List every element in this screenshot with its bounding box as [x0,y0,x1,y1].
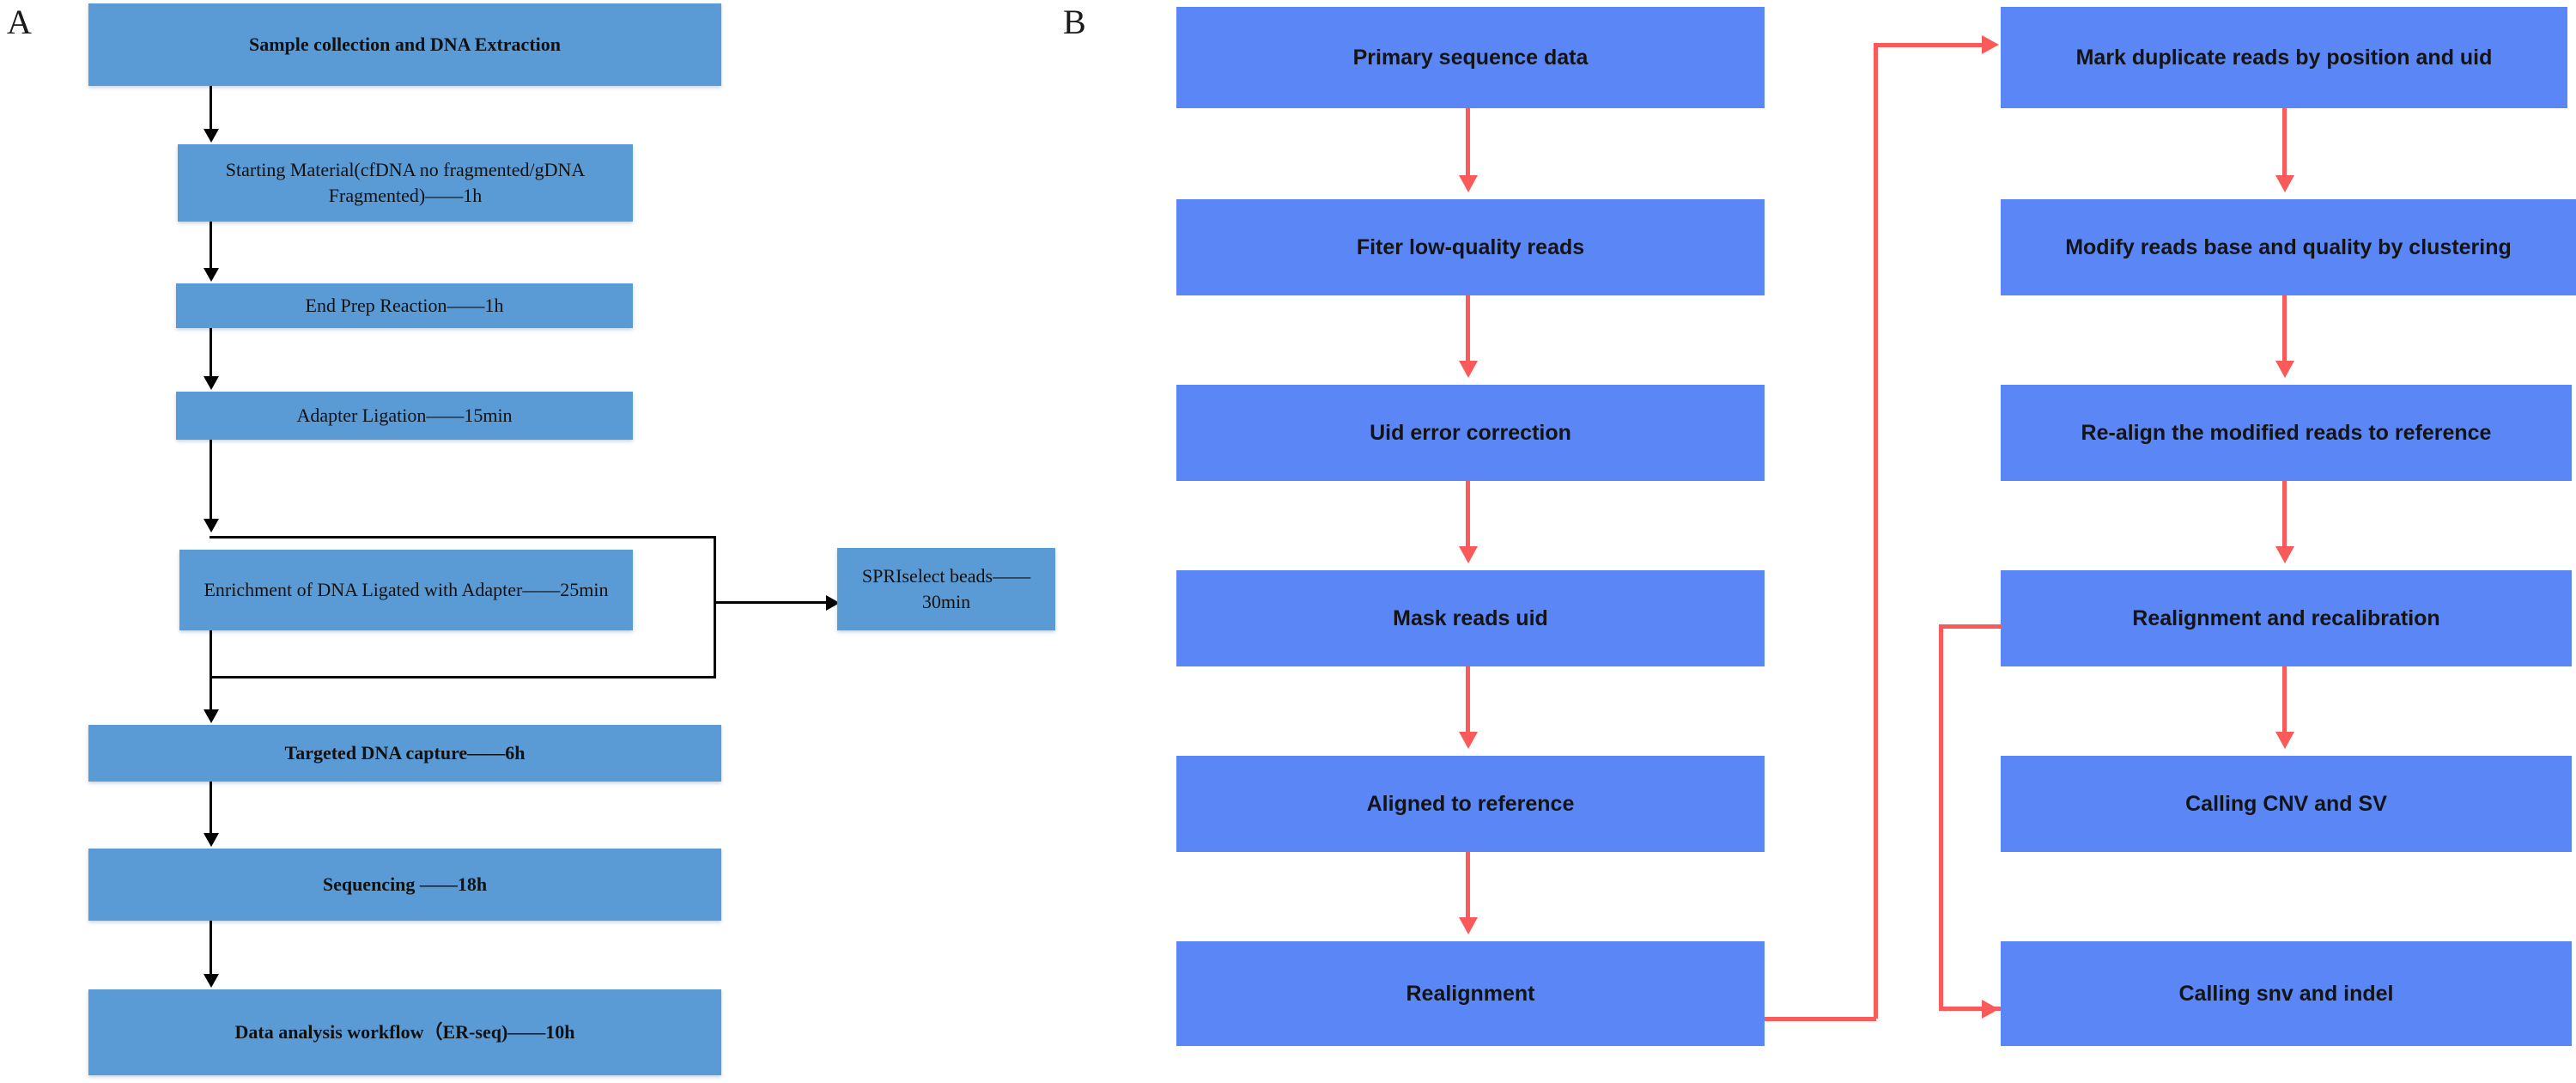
edge-b3-b4-arrow [1459,546,1478,563]
edge-b8-b9-arrow [2275,361,2294,378]
edge-b6-b7-v [1874,43,1878,1019]
edge-b6-b7-arrow [1982,35,1999,54]
edge-a8-a9-arrow [204,974,219,988]
panel-label-a: A [7,3,32,41]
edge-b4-b5-line [1466,666,1470,733]
edge-b2-b3-arrow [1459,361,1478,378]
node-mask-reads-uid[interactable]: Mask reads uid [1176,570,1765,666]
node-filter-low-quality-reads[interactable]: Fiter low-quality reads [1176,199,1765,295]
node-spriselect-beads[interactable]: SPRIselect beads——30min [837,548,1055,630]
edge-a5-a7-arrow [204,709,219,723]
panel-label-b: B [1063,3,1086,41]
edge-a1-a2-line [210,86,212,131]
edge-a4-a5-arrow [204,519,219,532]
node-uid-error-correction[interactable]: Uid error correction [1176,385,1765,481]
node-starting-material[interactable]: Starting Material(cfDNA no fragmented/gD… [178,144,633,222]
node-targeted-dna-capture[interactable]: Targeted DNA capture——6h [88,725,721,782]
node-modify-reads-base-quality[interactable]: Modify reads base and quality by cluster… [2001,199,2576,295]
edge-b6-b7-h1 [1765,1017,1876,1021]
edge-a3-a4-line [210,328,212,378]
node-sample-collection[interactable]: Sample collection and DNA Extraction [88,3,721,86]
node-mark-duplicate-reads[interactable]: Mark duplicate reads by position and uid [2001,7,2567,108]
edge-b9-b10-line [2282,481,2287,548]
node-aligned-to-reference[interactable]: Aligned to reference [1176,756,1765,852]
edge-b10-b12-h1 [1939,624,2002,629]
edge-b7-b8-arrow [2275,175,2294,192]
node-end-prep-reaction[interactable]: End Prep Reaction——1h [176,283,633,328]
edge-a4-a5-line [210,440,212,526]
edge-b1-b2-arrow [1459,175,1478,192]
node-realignment[interactable]: Realignment [1176,941,1765,1046]
edge-a5-a7-line [210,630,212,716]
node-realign-modified-reads[interactable]: Re-align the modified reads to reference [2001,385,2572,481]
edge-b5-b6-arrow [1459,917,1478,934]
edge-b10-b12-v [1939,624,1943,1011]
edge-b9-b10-arrow [2275,546,2294,563]
edge-a2-a3-line [210,222,212,270]
bypass-top-line [210,536,716,538]
node-realignment-and-recalibration[interactable]: Realignment and recalibration [2001,570,2572,666]
edge-b5-b6-line [1466,852,1470,919]
edge-b10-b12-h2 [1939,1007,2001,1011]
edge-b4-b5-arrow [1459,732,1478,749]
bypass-bottom-line [210,676,716,678]
bypass-right-line [714,536,716,678]
edge-b8-b9-line [2282,295,2287,362]
edge-b10-b11-line [2282,666,2287,733]
edge-b2-b3-line [1466,295,1470,362]
edge-b3-b4-line [1466,481,1470,548]
edge-a8-a9-line [210,921,212,977]
edge-b10-b11-arrow [2275,732,2294,749]
node-data-analysis-workflow[interactable]: Data analysis workflow（ER-seq)——10h [88,989,721,1075]
edge-b10-b12-arrow [1982,1000,1999,1019]
edge-a5-a6-line [714,601,829,604]
edge-a2-a3-arrow [204,268,219,282]
node-enrichment-dna-ligated[interactable]: Enrichment of DNA Ligated with Adapter——… [179,550,633,630]
edge-a5-a6-arrow [826,595,840,611]
edge-a3-a4-arrow [204,376,219,390]
node-adapter-ligation[interactable]: Adapter Ligation——15min [176,392,633,440]
edge-b1-b2-line [1466,108,1470,177]
node-sequencing[interactable]: Sequencing ——18h [88,849,721,921]
edge-a7-a8-line [210,782,212,837]
edge-a7-a8-arrow [204,833,219,847]
edge-b7-b8-line [2282,108,2287,177]
node-calling-snv-indel[interactable]: Calling snv and indel [2001,941,2572,1046]
node-calling-cnv-sv[interactable]: Calling CNV and SV [2001,756,2572,852]
edge-a1-a2-arrow [204,129,219,143]
edge-b6-b7-h2 [1874,43,1985,47]
node-primary-sequence-data[interactable]: Primary sequence data [1176,7,1765,108]
